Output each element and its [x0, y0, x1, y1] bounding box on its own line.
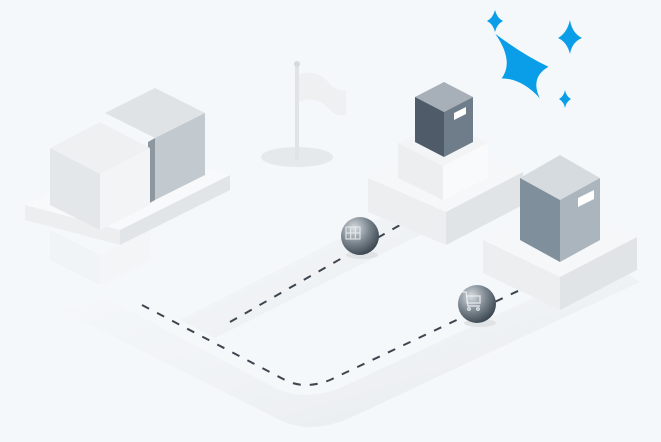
grid-icon [345, 226, 361, 240]
middle-pedestal [368, 82, 523, 245]
cart-sphere [458, 285, 496, 327]
box-label-icon [454, 107, 466, 120]
grid-sphere [341, 217, 379, 259]
shopping-cart-icon [462, 291, 481, 311]
sparkle-icon [487, 10, 582, 108]
right-pedestal [483, 155, 637, 310]
box-label-icon [578, 190, 594, 207]
path-dashes-outer [141, 289, 521, 386]
left-platform [25, 88, 230, 285]
grey-box [520, 155, 600, 200]
flag-icon [261, 61, 346, 167]
